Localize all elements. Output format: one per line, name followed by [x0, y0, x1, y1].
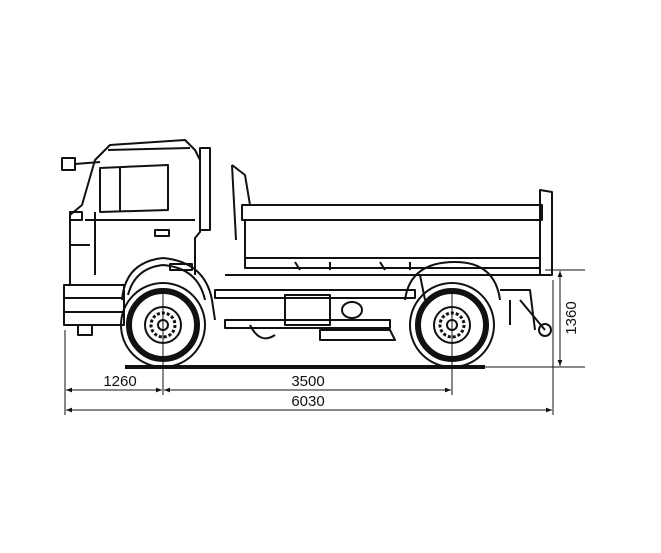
chassis	[214, 261, 552, 341]
dim-frame-height: 1360	[563, 301, 580, 334]
dim-wheelbase: 3500	[291, 373, 324, 390]
dim-front-overhang: 1260	[103, 373, 136, 390]
dump-bed	[231, 164, 553, 276]
dim-overall-length: 6030	[291, 393, 324, 410]
cab	[61, 139, 216, 336]
